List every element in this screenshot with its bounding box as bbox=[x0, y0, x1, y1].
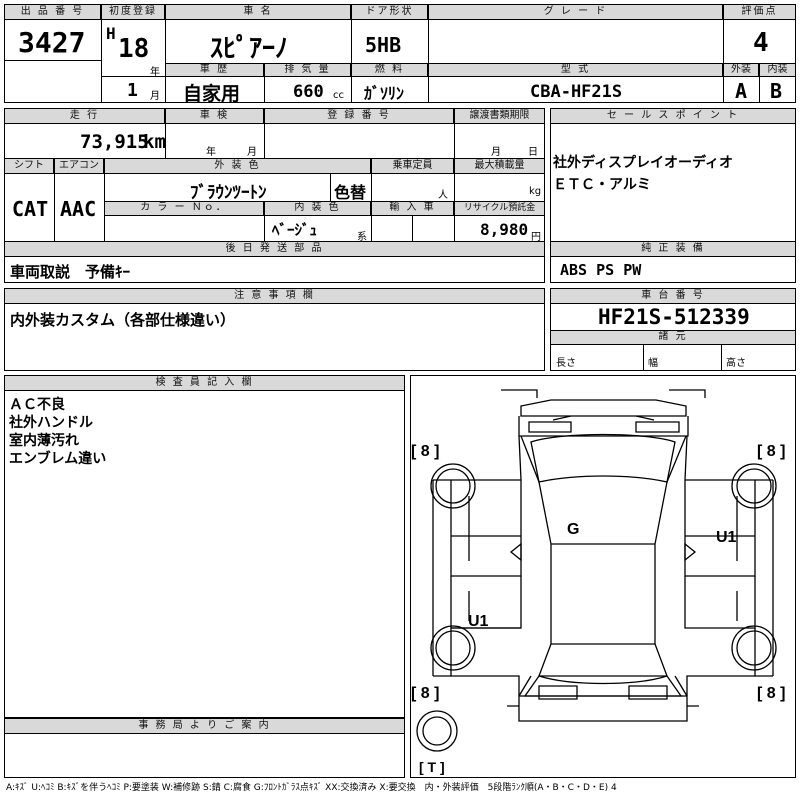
inspector-line-1: ＡＣ不良 bbox=[9, 397, 65, 413]
max-load-unit: kg bbox=[529, 186, 542, 197]
transfer-month-unit: 月 bbox=[491, 147, 501, 158]
color-changed: 色替 bbox=[334, 183, 367, 202]
chassis-number: HF21S-512339 bbox=[598, 305, 750, 329]
score-label: 評価点 bbox=[723, 4, 796, 20]
shift-label: シフト bbox=[4, 158, 54, 174]
history-value: 自家用 bbox=[183, 83, 241, 105]
genuine-value: ABS PS PW bbox=[560, 261, 642, 279]
inspector-label: 検 査 員 記 入 欄 bbox=[4, 375, 405, 391]
interior-value: B bbox=[770, 79, 783, 103]
color-value: ﾌﾞﾗｳﾝﾂｰﾄﾝ bbox=[190, 183, 267, 203]
capacity-label: 乗車定員 bbox=[371, 158, 454, 174]
import-label: 輸 入 車 bbox=[371, 201, 454, 216]
registration-label: 登 録 番 号 bbox=[264, 108, 454, 124]
displacement-value: 660 bbox=[293, 82, 324, 102]
specs-height: 高さ bbox=[726, 358, 746, 369]
fuel-value: ｶﾞｿﾘﾝ bbox=[364, 84, 405, 103]
mileage-unit: km bbox=[143, 131, 166, 153]
color-label: 外 装 色 bbox=[104, 158, 371, 174]
notes-value: 内外装カスタム（各部仕様違い） bbox=[10, 311, 236, 329]
tread-mark-front-right: [ 8 ] bbox=[757, 443, 785, 460]
lot-number: 3427 bbox=[18, 26, 86, 59]
specs-width: 幅 bbox=[648, 358, 658, 369]
model-value: CBA-HF21S bbox=[530, 82, 623, 102]
later-parts-value: 車両取説 予備ｷｰ bbox=[10, 263, 131, 281]
first-reg-year-unit: 年 bbox=[150, 67, 160, 78]
sales-point-label: セ ー ル ス ポ イ ン ト bbox=[550, 108, 796, 124]
door-label: ドア形状 bbox=[351, 4, 428, 20]
recycle-unit: 円 bbox=[531, 232, 541, 243]
model-label: 型 式 bbox=[428, 63, 723, 77]
lot-label: 出 品 番 号 bbox=[4, 4, 101, 20]
max-load-label: 最大積載量 bbox=[454, 158, 545, 174]
interior-color-value: ﾍﾞｰｼﾞｭ bbox=[272, 221, 318, 239]
mileage-label: 走 行 bbox=[4, 108, 165, 124]
office-label: 事 務 局 よ り ご 案 内 bbox=[4, 718, 405, 734]
specs-length: 長さ bbox=[556, 358, 576, 369]
shift-value: CAT bbox=[12, 197, 49, 221]
aircon-value: AAC bbox=[60, 197, 97, 221]
transfer-day-unit: 日 bbox=[528, 147, 538, 158]
chassis-label: 車 台 番 号 bbox=[550, 288, 796, 304]
first-reg-year: 18 bbox=[118, 34, 150, 64]
first-reg-month-unit: 月 bbox=[150, 91, 160, 102]
aircon-label: エアコン bbox=[54, 158, 104, 174]
damage-mark-g: G bbox=[567, 521, 579, 538]
damage-legend: A:ｷｽﾞ U:ﾍｺﾐ B:ｷｽﾞを伴うﾍｺﾐ P:要塗装 W:補修跡 S:錆 … bbox=[6, 783, 617, 793]
damage-mark-u1-left: U1 bbox=[468, 613, 489, 630]
tread-mark-front-left: [ 8 ] bbox=[411, 443, 439, 460]
trunk-mark: [ T ] bbox=[419, 759, 445, 775]
recycle-label: リサイクル預託金 bbox=[454, 201, 545, 216]
exterior-label: 外装 bbox=[723, 63, 759, 77]
inspector-line-4: エンブレム違い bbox=[9, 451, 107, 467]
inspection-month-unit: 月 bbox=[247, 147, 257, 158]
interior-label: 内装 bbox=[759, 63, 796, 77]
first-reg-label: 初度登録 bbox=[101, 4, 165, 20]
tread-mark-rear-right: [ 8 ] bbox=[757, 685, 785, 702]
sales-point-line-1: 社外ディスプレイオーディオ bbox=[553, 155, 734, 171]
grade-label: グ レ ー ド bbox=[428, 4, 723, 20]
fuel-label: 燃 料 bbox=[351, 63, 428, 77]
car-outline-svg: [ 8 ] [ 8 ] [ 8 ] [ 8 ] G U1 U1 [ T ] bbox=[411, 389, 785, 775]
exterior-value: A bbox=[735, 79, 748, 103]
sales-point-line-2: ＥＴＣ・アルミ bbox=[553, 177, 651, 193]
recycle-value: 8,980 bbox=[480, 220, 529, 239]
first-reg-era: H bbox=[106, 24, 116, 43]
displacement-label: 排 気 量 bbox=[264, 63, 351, 77]
door-type: 5HB bbox=[365, 33, 402, 57]
notes-label: 注 意 事 項 欄 bbox=[4, 288, 545, 304]
interior-color-label: 内 装 色 bbox=[264, 201, 371, 216]
transfer-deadline-label: 譲渡書類期限 bbox=[454, 108, 545, 124]
genuine-label: 純 正 装 備 bbox=[550, 241, 796, 257]
capacity-unit: 人 bbox=[438, 190, 448, 201]
first-reg-month: 1 bbox=[127, 80, 138, 101]
car-name-label: 車 名 bbox=[165, 4, 351, 20]
mileage-value: 73,915 bbox=[80, 131, 149, 153]
top-block bbox=[4, 4, 796, 103]
inspection-label: 車 検 bbox=[165, 108, 264, 124]
tread-mark-rear-left: [ 8 ] bbox=[411, 685, 439, 702]
score-value: 4 bbox=[753, 28, 769, 58]
later-parts-label: 後 日 発 送 部 品 bbox=[4, 241, 545, 257]
inspection-year-unit: 年 bbox=[206, 147, 216, 158]
inspector-line-3: 室内薄汚れ bbox=[9, 433, 79, 449]
damage-mark-u1-right: U1 bbox=[716, 529, 737, 546]
displacement-unit: cc bbox=[333, 90, 344, 101]
inspector-box bbox=[4, 375, 405, 718]
interior-color-unit: 系 bbox=[357, 232, 367, 243]
inspector-line-2: 社外ハンドル bbox=[9, 415, 93, 431]
car-name: ｽﾋﾟｱｰﾉ bbox=[210, 34, 289, 64]
car-condition-diagram: [ 8 ] [ 8 ] [ 8 ] [ 8 ] G U1 U1 [ T ] bbox=[410, 375, 796, 778]
specs-label: 諸 元 bbox=[550, 330, 796, 345]
color-no-label: カ ラ ー Ｎｏ． bbox=[104, 201, 264, 216]
history-label: 車 歴 bbox=[165, 63, 264, 77]
